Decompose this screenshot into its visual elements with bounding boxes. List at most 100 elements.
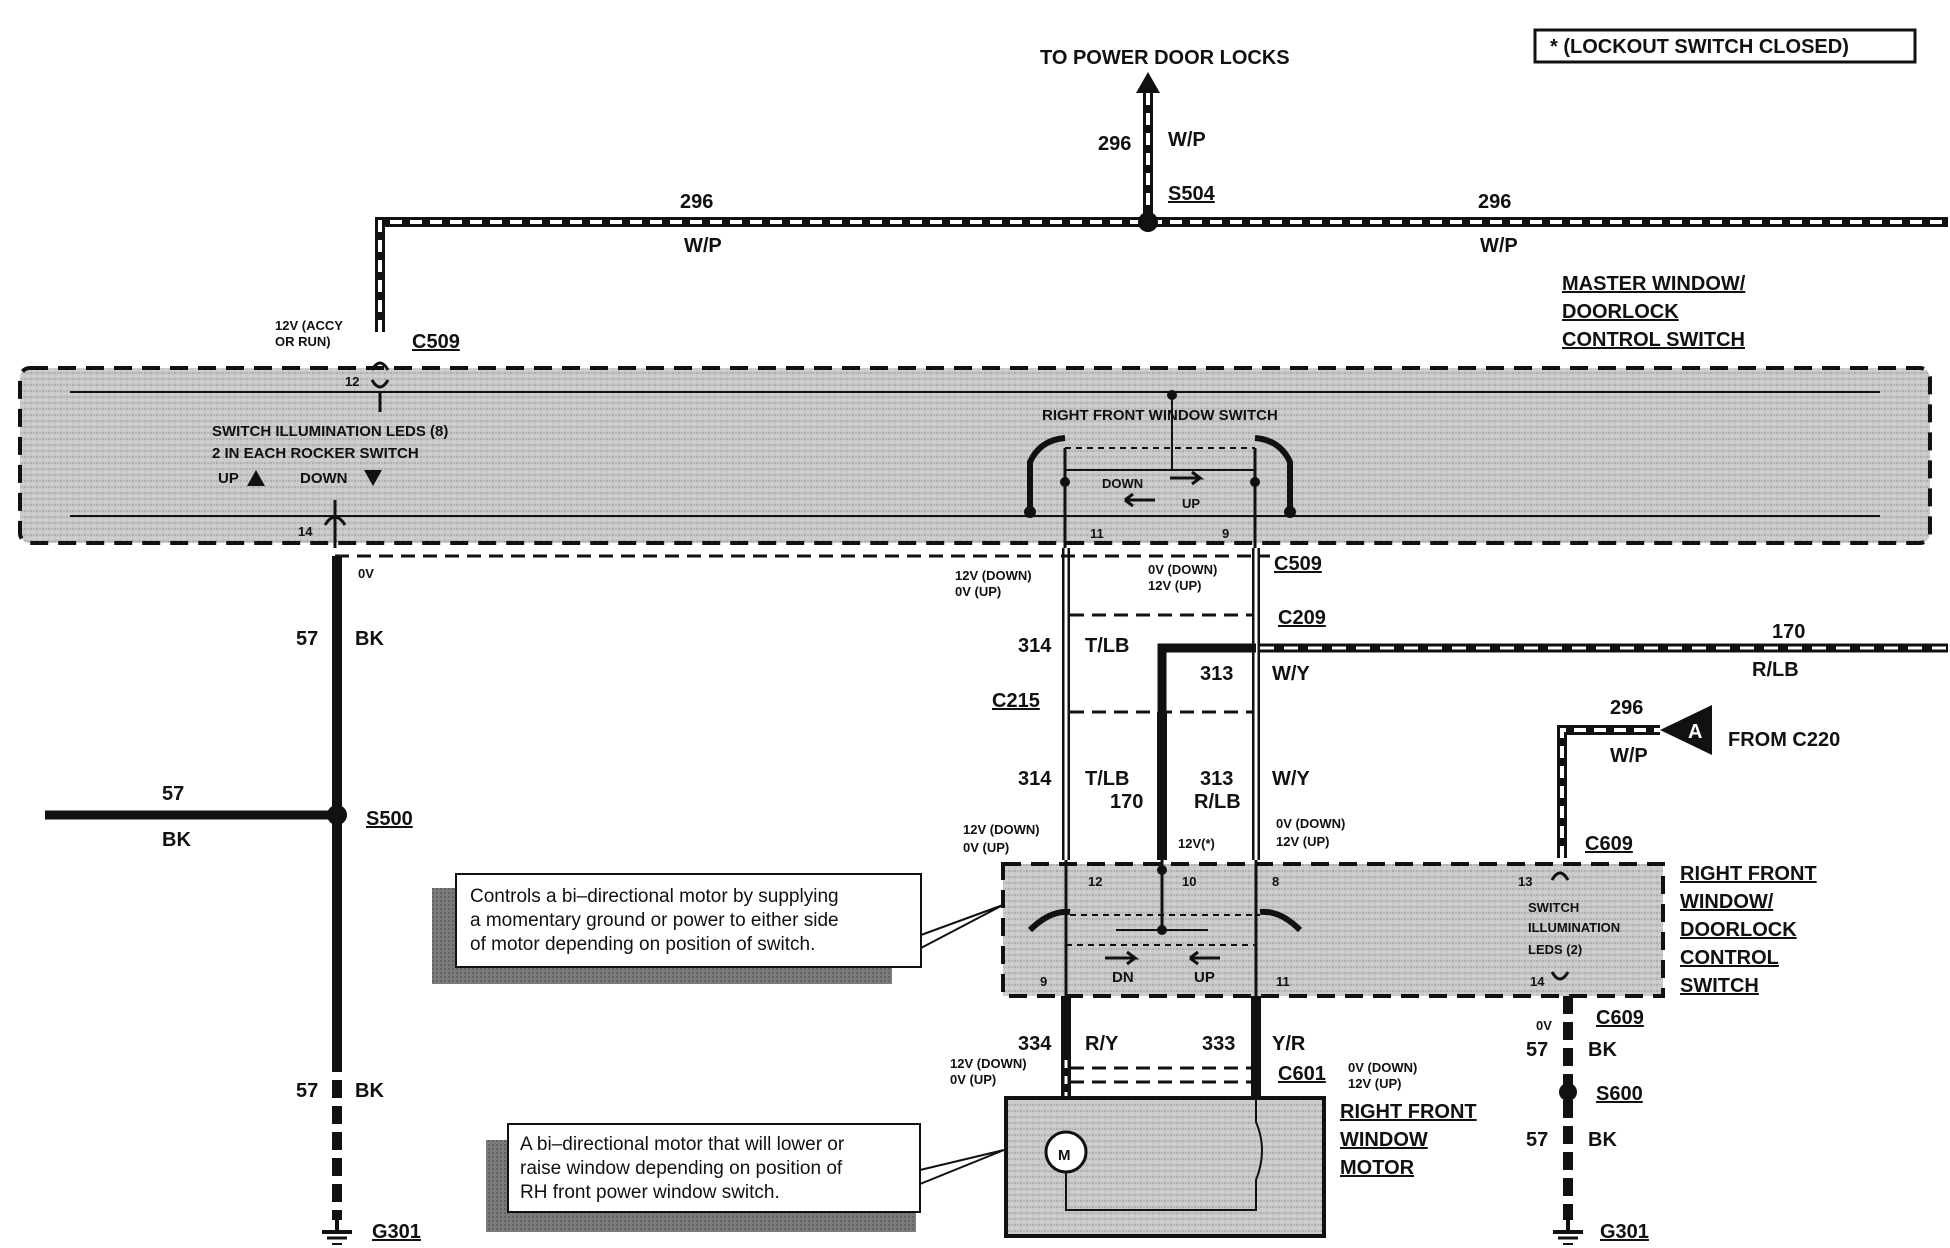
right-0v: 0V [1536, 1018, 1552, 1033]
rf-switch-title-2: WINDOW/ [1680, 891, 1774, 913]
motor-callout-2: raise window depending on position of [520, 1158, 843, 1179]
feed-note-2: OR RUN) [275, 334, 331, 349]
motor-right-voltage-2: 12V (UP) [1348, 1076, 1401, 1091]
c509-left-voltage-2: 0V (UP) [955, 584, 1001, 599]
rf-up-label: UP [1194, 969, 1215, 986]
conn-c209: C209 [1278, 607, 1326, 629]
w313b-color: R/LB [1194, 791, 1241, 813]
c509-left-voltage-1: 12V (DOWN) [955, 568, 1032, 583]
motor-callout-3: RH front power window switch. [520, 1182, 780, 1203]
ground-g301-left: G301 [372, 1221, 421, 1243]
w333-color: Y/R [1272, 1033, 1306, 1055]
pin-11: 11 [1090, 526, 1104, 541]
feed-note-1: 12V (ACCY [275, 318, 343, 333]
rf-pin-13: 13 [1518, 874, 1532, 889]
w313b-circuit: 313 [1200, 768, 1233, 790]
lower-right-voltage-1: 0V (DOWN) [1276, 816, 1345, 831]
motor-symbol: M [1058, 1147, 1071, 1164]
ground-icon [322, 1210, 352, 1245]
rf-pin-10: 10 [1182, 874, 1196, 889]
bus-left-color: W/P [684, 235, 722, 257]
rf-callout-2: a momentary ground or power to either si… [470, 910, 839, 931]
w313-circuit: 313 [1200, 663, 1233, 685]
down-label: DOWN [1102, 476, 1143, 491]
up-label: UP [1182, 496, 1200, 511]
ground-icon [1553, 1210, 1583, 1245]
master-switch-title-3: CONTROL SWITCH [1562, 329, 1745, 351]
window-switch-label: RIGHT FRONT WINDOW SWITCH [1042, 407, 1278, 424]
motor-title-3: MOTOR [1340, 1157, 1415, 1179]
rf-pin-11: 11 [1276, 974, 1290, 989]
c220-color: W/P [1610, 745, 1648, 767]
window-switch-schematic [1024, 390, 1296, 565]
left-circuit-top: 57 [296, 628, 318, 650]
w170-circuit: 170 [1772, 621, 1805, 643]
arrow-up-icon [1136, 72, 1160, 93]
left-color-top: BK [355, 628, 384, 650]
master-switch-title-1: MASTER WINDOW/ [1562, 273, 1746, 295]
lower-right-voltage-2: 12V (UP) [1276, 834, 1329, 849]
rf-switch: RIGHT FRONT WINDOW/ DOORLOCK CONTROL SWI… [432, 860, 1817, 1000]
motor-right-voltage-1: 0V (DOWN) [1348, 1060, 1417, 1075]
wire-296-label: 296 [1098, 133, 1131, 155]
motor-title-2: WINDOW [1340, 1129, 1428, 1151]
branch-circuit: 57 [162, 783, 184, 805]
rf-led-2: ILLUMINATION [1528, 920, 1620, 935]
motor-left-voltage-2: 0V (UP) [950, 1072, 996, 1087]
from-c220: A 296 W/P FROM C220 C609 [1557, 697, 1840, 858]
branch-color: BK [162, 829, 191, 851]
rf-switch-title-4: CONTROL [1680, 947, 1779, 969]
motor-left-voltage-1: 12V (DOWN) [950, 1056, 1027, 1071]
rf-callout-1: Controls a bi–directional motor by suppl… [470, 886, 839, 907]
marker-a: A [1688, 721, 1702, 743]
marker-a-icon [1660, 705, 1712, 755]
led-up-label: UP [218, 470, 239, 487]
rf-pin-9: 9 [1040, 974, 1047, 989]
wire-wp-label: W/P [1168, 129, 1206, 151]
conn-c609-bottom: C609 [1596, 1007, 1644, 1029]
left-0v: 0V [358, 566, 374, 581]
w313-color: W/Y [1272, 663, 1310, 685]
rf-dn-label: DN [1112, 969, 1134, 986]
conn-c601: C601 [1278, 1063, 1326, 1085]
motor-callout: A bi–directional motor that will lower o… [486, 1123, 1005, 1232]
conn-c215: C215 [992, 690, 1040, 712]
bus-right-circuit: 296 [1478, 191, 1511, 213]
led-note-1: SWITCH ILLUMINATION LEDS (8) [212, 423, 448, 440]
right-color-top: BK [1588, 1039, 1617, 1061]
pin-9: 9 [1222, 526, 1229, 541]
master-switch: MASTER WINDOW/ DOORLOCK CONTROL SWITCH 1… [18, 273, 1932, 565]
legend: * (LOCKOUT SWITCH CLOSED) [1533, 28, 1917, 64]
w334-color: R/Y [1085, 1033, 1119, 1055]
w313b-color-2: W/Y [1272, 768, 1310, 790]
rf-pin-8: 8 [1272, 874, 1279, 889]
splice-s504-label: S504 [1168, 183, 1216, 205]
rf-led-1: SWITCH [1528, 900, 1579, 915]
motor-title-1: RIGHT FRONT [1340, 1101, 1477, 1123]
led-up-triangle-icon [247, 470, 265, 486]
motor-callout-1: A bi–directional motor that will lower o… [520, 1134, 845, 1155]
left-color-bottom: BK [355, 1080, 384, 1102]
right-circuit-bottom: 57 [1526, 1129, 1548, 1151]
pin-12: 12 [345, 374, 359, 389]
bus-left-circuit: 296 [680, 191, 713, 213]
legend-text: * (LOCKOUT SWITCH CLOSED) [1550, 36, 1849, 58]
bus-right-color: W/P [1480, 235, 1518, 257]
ground-g301-right: G301 [1600, 1221, 1649, 1243]
lower-left-voltage-1: 12V (DOWN) [963, 822, 1040, 837]
rf-switch-title-1: RIGHT FRONT [1680, 863, 1817, 885]
splice-s600-label: S600 [1596, 1083, 1643, 1105]
c220-circuit: 296 [1610, 697, 1643, 719]
top-bus: TO POWER DOOR LOCKS 296 W/P S504 296 W/P… [375, 47, 1948, 332]
c509-right-voltage-1: 0V (DOWN) [1148, 562, 1217, 577]
to-power-door-locks-label: TO POWER DOOR LOCKS [1040, 47, 1290, 69]
rf-switch-callout: Controls a bi–directional motor by suppl… [432, 873, 1004, 984]
splice-s504 [1138, 212, 1158, 232]
master-switch-title-2: DOORLOCK [1562, 301, 1679, 323]
conn-c609-top: C609 [1585, 833, 1633, 855]
rf-pin-14: 14 [1530, 974, 1545, 989]
lower-left-voltage-2: 0V (UP) [963, 840, 1009, 855]
from-c220-label: FROM C220 [1728, 729, 1840, 751]
right-circuit-top: 57 [1526, 1039, 1548, 1061]
connector-c509-top: C509 [412, 331, 460, 353]
